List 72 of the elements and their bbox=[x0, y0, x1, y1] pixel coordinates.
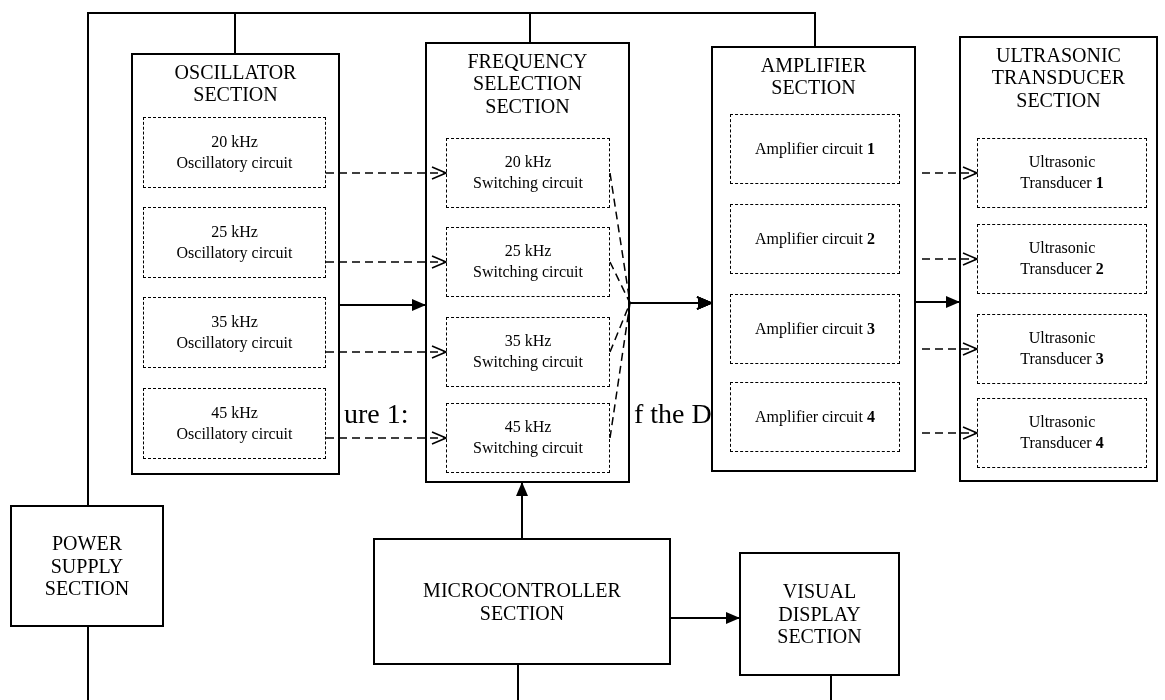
block-box bbox=[373, 538, 671, 665]
circuit-box bbox=[977, 314, 1147, 384]
block-label: Amplifier circuit 2 bbox=[755, 228, 875, 250]
block-box bbox=[739, 552, 900, 676]
arrow bbox=[915, 296, 960, 308]
dashed-arrow bbox=[325, 255, 447, 269]
circuit-box bbox=[977, 138, 1147, 208]
arrow bbox=[516, 482, 528, 539]
circuit-box bbox=[143, 117, 326, 188]
block-label: Switching circuit bbox=[473, 173, 583, 194]
circuit-box bbox=[730, 294, 900, 364]
section-box bbox=[425, 42, 630, 483]
section-box bbox=[959, 36, 1158, 482]
block-label: Ultrasonic Transducer 3 bbox=[1019, 328, 1105, 369]
circuit-box bbox=[730, 114, 900, 184]
section-heading: FREQUENCY SELECTION SECTION bbox=[466, 50, 589, 118]
section-heading: OSCILLATOR SECTION bbox=[173, 61, 298, 106]
block-label: POWER SUPPLY SECTION bbox=[43, 532, 131, 600]
block-label: 45 kHz bbox=[211, 402, 258, 423]
dashed-arrow bbox=[609, 296, 712, 439]
section-heading: ULTRASONIC TRANSDUCER SECTION bbox=[990, 44, 1127, 112]
section-heading: AMPLIFIER SECTION bbox=[759, 54, 868, 99]
block-label: Oscillatory circuit bbox=[176, 242, 293, 264]
block-label: Switching circuit bbox=[473, 438, 583, 459]
dashed-arrow bbox=[921, 166, 978, 180]
block-label: 20 kHz bbox=[211, 131, 258, 152]
circuit-box bbox=[446, 317, 610, 387]
circuit-box bbox=[446, 227, 610, 297]
block-label: Ultrasonic Transducer 1 bbox=[1019, 152, 1105, 193]
section-box bbox=[131, 53, 340, 475]
dashed-arrow bbox=[325, 345, 447, 359]
block-label: Switching circuit bbox=[473, 262, 583, 283]
circuit-box bbox=[143, 207, 326, 278]
caption-text-fragment: ure 1: bbox=[344, 400, 409, 428]
circuit-box bbox=[977, 224, 1147, 294]
circuit-box bbox=[977, 398, 1147, 468]
dashed-arrow bbox=[921, 342, 978, 356]
circuit-box bbox=[143, 297, 326, 368]
block-label: Amplifier circuit 1 bbox=[755, 138, 875, 160]
connector-line bbox=[830, 675, 832, 700]
dashed-arrow bbox=[325, 431, 447, 445]
block-label: 20 kHz bbox=[504, 152, 552, 173]
block-label: MICROCONTROLLER SECTION bbox=[422, 579, 622, 624]
block-label: Oscillatory circuit bbox=[176, 423, 293, 445]
block-box bbox=[10, 505, 164, 627]
connector-line bbox=[517, 664, 519, 700]
connector-line bbox=[87, 626, 89, 700]
circuit-box bbox=[730, 382, 900, 452]
block-label: Oscillatory circuit bbox=[176, 152, 293, 174]
arrow bbox=[670, 612, 740, 624]
block-label: 25 kHz bbox=[211, 221, 258, 242]
caption-text-fragment: f the D bbox=[634, 400, 712, 428]
circuit-box bbox=[730, 204, 900, 274]
dashed-arrow bbox=[921, 426, 978, 440]
block-label: 25 kHz bbox=[504, 241, 552, 262]
block-label: Ultrasonic Transducer 2 bbox=[1019, 238, 1105, 279]
circuit-box bbox=[143, 388, 326, 459]
block-label: VISUAL DISPLAY SECTION bbox=[776, 580, 863, 648]
dashed-arrow bbox=[325, 166, 447, 180]
block-label: Switching circuit bbox=[473, 352, 583, 373]
block-label: Amplifier circuit 3 bbox=[755, 318, 875, 340]
circuit-box bbox=[446, 403, 610, 473]
block-label: 45 kHz bbox=[504, 417, 552, 438]
arrow bbox=[339, 299, 426, 311]
block-label: 35 kHz bbox=[211, 311, 258, 332]
block-label: Oscillatory circuit bbox=[176, 332, 293, 354]
block-label: Amplifier circuit 4 bbox=[755, 406, 875, 428]
section-box bbox=[711, 46, 916, 472]
circuit-box bbox=[446, 138, 610, 208]
block-label: 35 kHz bbox=[504, 331, 552, 352]
dashed-arrow bbox=[921, 252, 978, 266]
block-label: Ultrasonic Transducer 4 bbox=[1019, 412, 1105, 453]
